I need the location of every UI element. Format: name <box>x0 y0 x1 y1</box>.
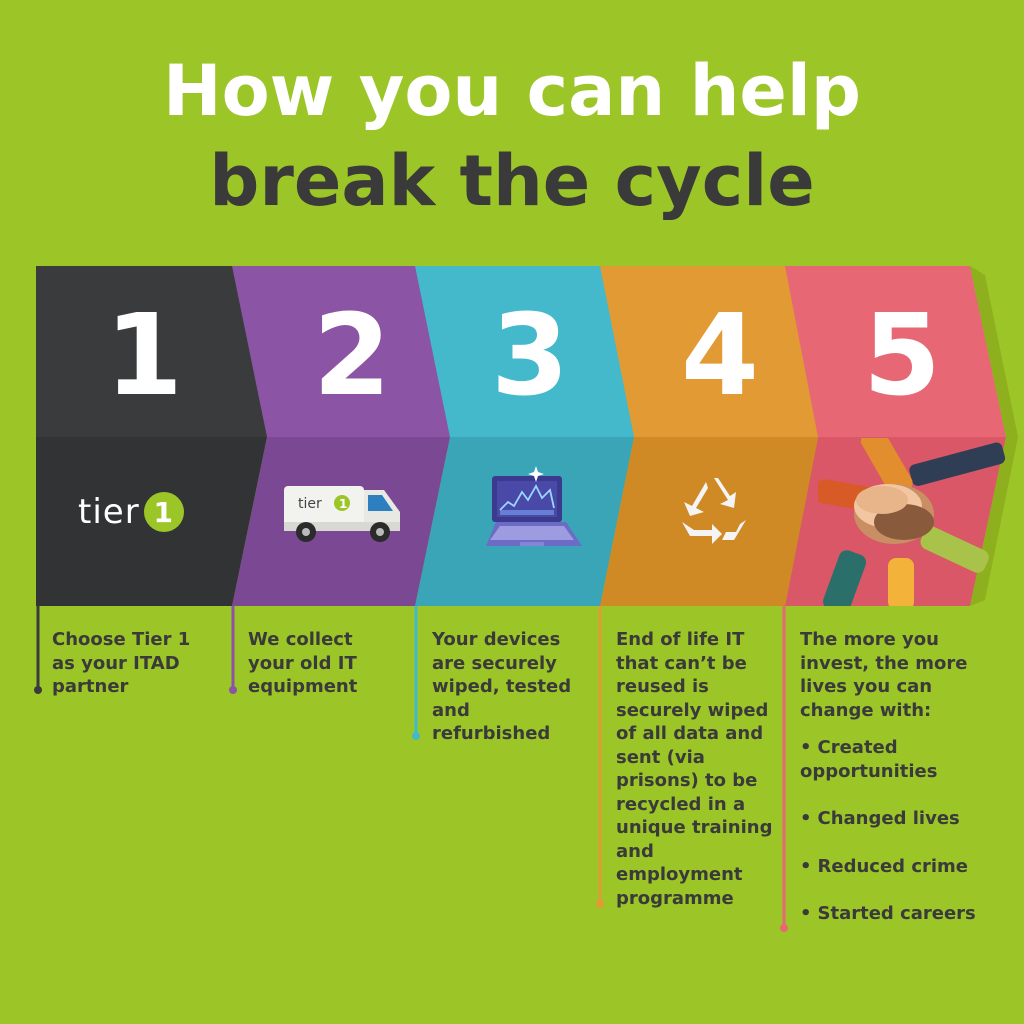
recycle-icon <box>682 478 746 544</box>
step-2-number: 2 <box>313 291 391 421</box>
bullet-item: Created opportunities <box>800 736 978 783</box>
step-5-description: The more you invest, the more lives you … <box>800 629 968 721</box>
step-2-description: We collect your old IT equipment <box>248 629 358 697</box>
title-line-1: How you can help <box>163 50 861 132</box>
tier1-logo-icon: tier 1 <box>78 488 184 536</box>
step-2-stem-dot <box>229 686 237 694</box>
laptop-icon <box>486 466 582 546</box>
step-1-stem-dot <box>34 686 42 694</box>
step-4-stem-dot <box>596 900 604 908</box>
step-3-description: Your devices are securely wiped, tested … <box>432 629 572 744</box>
step-5-shadow <box>970 266 1018 606</box>
step-5-content: The more you invest, the more lives you … <box>800 628 978 950</box>
step-3-stem-dot <box>412 732 420 740</box>
step-2-band-top <box>232 266 450 437</box>
step-1-number: 1 <box>105 291 183 421</box>
van-badge: 1 <box>339 497 347 511</box>
hands-together-icon <box>818 438 1006 606</box>
step-1-description: Choose Tier 1 as your ITAD partner <box>52 629 191 697</box>
step-1-band-top <box>36 266 267 437</box>
step-4-band-top <box>600 266 818 437</box>
delivery-van-icon: tier 1 <box>284 486 400 542</box>
bullet-item: Reduced crime <box>800 855 978 879</box>
step-5-band-top <box>785 266 1006 437</box>
step-4-band-bottom <box>600 437 818 606</box>
step-5-number: 5 <box>863 291 941 421</box>
title-line-2: break the cycle <box>209 140 815 222</box>
step-4-number: 4 <box>681 291 759 421</box>
bullet-item: Started careers <box>800 902 978 926</box>
step-5-stem-dot <box>780 924 788 932</box>
step-4-description: End of life IT that can’t be reused is s… <box>616 629 773 909</box>
step-3-band-top <box>415 266 634 437</box>
van-label: tier <box>298 496 322 512</box>
bullet-item: Changed lives <box>800 807 978 831</box>
step-3-number: 3 <box>491 291 569 421</box>
logo-badge: 1 <box>143 492 184 532</box>
logo-text: tier <box>78 492 140 532</box>
step-5-bullet-list: Created opportunities Changed lives Redu… <box>800 736 978 926</box>
